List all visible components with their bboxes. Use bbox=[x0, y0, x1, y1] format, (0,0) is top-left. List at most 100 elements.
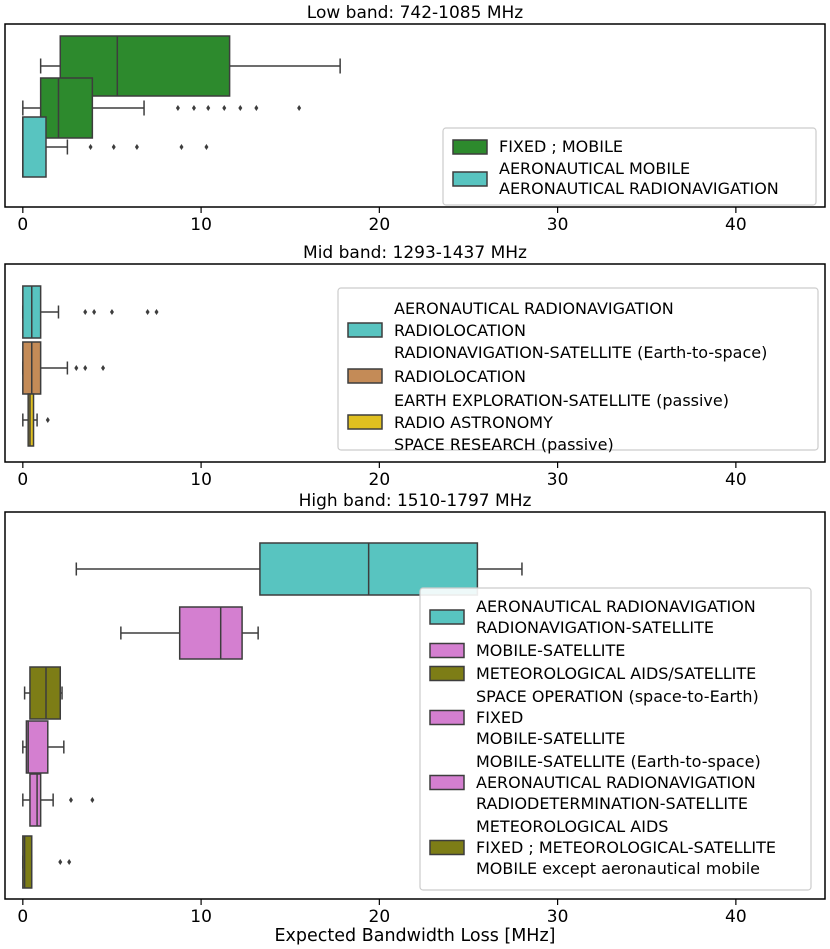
flier-point bbox=[254, 105, 259, 111]
box-3 bbox=[22, 116, 209, 178]
box-iqr bbox=[178, 606, 243, 660]
legend-swatch bbox=[347, 322, 383, 338]
flier-point bbox=[88, 144, 93, 150]
legend-frame bbox=[419, 587, 812, 891]
legend-swatch bbox=[347, 414, 383, 430]
box-6 bbox=[22, 835, 72, 889]
legend-swatch bbox=[429, 665, 465, 682]
panel-title: Mid band: 1293-1437 MHz bbox=[303, 243, 527, 263]
x-tick-label: 0 bbox=[17, 470, 28, 490]
box-2 bbox=[22, 77, 302, 139]
legend-swatch bbox=[452, 171, 488, 187]
legend-entry-1: FIXED ; MOBILE bbox=[452, 137, 623, 156]
box-iqr bbox=[29, 666, 62, 720]
x-tick-label: 10 bbox=[190, 215, 212, 235]
legend-swatch bbox=[429, 609, 465, 625]
legend-label: EARTH EXPLORATION-SATELLITE (passive)RAD… bbox=[394, 391, 729, 454]
flier-point bbox=[83, 309, 88, 315]
box-2 bbox=[22, 341, 106, 395]
box-iqr bbox=[29, 773, 42, 827]
flier-point bbox=[238, 105, 243, 111]
box-5 bbox=[22, 773, 95, 827]
panel-title: High band: 1510-1797 MHz bbox=[299, 491, 532, 511]
flier-point bbox=[204, 144, 209, 150]
box-2 bbox=[120, 606, 259, 660]
legend-entry-3: METEOROLOGICAL AIDS/SATELLITE bbox=[429, 664, 756, 683]
flier-point bbox=[175, 105, 180, 111]
axes-frame bbox=[4, 263, 826, 463]
legend-swatch bbox=[429, 774, 465, 791]
box-1 bbox=[75, 542, 523, 596]
x-tick-label: 0 bbox=[17, 907, 28, 927]
x-tick-label: 30 bbox=[547, 215, 569, 235]
legend-entry-3: EARTH EXPLORATION-SATELLITE (passive)RAD… bbox=[347, 391, 729, 454]
flier-point bbox=[154, 309, 159, 315]
flier-point bbox=[58, 859, 63, 865]
box-iqr bbox=[27, 393, 35, 447]
flier-point bbox=[67, 859, 72, 865]
legend-frame bbox=[337, 287, 819, 451]
flier-point bbox=[145, 309, 150, 315]
axes-frame bbox=[4, 23, 826, 208]
legend-frame bbox=[442, 127, 817, 206]
x-tick-label: 20 bbox=[369, 215, 391, 235]
flier-point bbox=[179, 144, 184, 150]
legend-label: MOBILE-SATELLITE bbox=[476, 641, 625, 660]
legend-swatch bbox=[452, 139, 488, 155]
legend-label: FIXED ; MOBILE bbox=[499, 137, 623, 156]
flier-point bbox=[109, 309, 114, 315]
flier-point bbox=[83, 365, 88, 371]
legend-label: RADIOLOCATION bbox=[394, 367, 526, 386]
flier-point bbox=[191, 105, 196, 111]
box-iqr bbox=[39, 77, 94, 139]
x-tick-label: 40 bbox=[725, 215, 747, 235]
flier-point bbox=[206, 105, 211, 111]
legend-entry-2: RADIOLOCATION bbox=[347, 367, 526, 386]
x-tick-label: 30 bbox=[547, 907, 569, 927]
x-axis-label: Expected Bandwidth Loss [MHz] bbox=[275, 926, 556, 946]
flier-point bbox=[134, 144, 139, 150]
box-4 bbox=[22, 720, 65, 774]
flier-point bbox=[92, 309, 97, 315]
legend-entry-2: MOBILE-SATELLITE bbox=[429, 641, 625, 660]
flier-point bbox=[222, 105, 227, 111]
box-iqr bbox=[22, 116, 47, 178]
legend-entry-5: MOBILE-SATELLITE (Earth-to-space)AERONAU… bbox=[429, 752, 761, 813]
x-tick-label: 20 bbox=[369, 470, 391, 490]
flier-point bbox=[297, 105, 302, 111]
x-tick-label: 40 bbox=[725, 470, 747, 490]
legend-label: MOBILE-SATELLITE (Earth-to-space)AERONAU… bbox=[476, 752, 761, 813]
box-iqr bbox=[25, 720, 49, 774]
legend-swatch bbox=[347, 368, 383, 384]
flier-point bbox=[90, 797, 95, 803]
x-tick-label: 20 bbox=[369, 907, 391, 927]
flier-point bbox=[111, 144, 116, 150]
x-tick-label: 0 bbox=[17, 215, 28, 235]
box-3 bbox=[22, 393, 50, 447]
box-3 bbox=[23, 666, 63, 720]
x-tick-label: 40 bbox=[725, 907, 747, 927]
axes-frame bbox=[4, 511, 826, 900]
legend-label: METEOROLOGICAL AIDS/SATELLITE bbox=[476, 664, 756, 683]
x-tick-label: 30 bbox=[547, 470, 569, 490]
legend-swatch bbox=[429, 839, 465, 856]
flier-point bbox=[68, 797, 73, 803]
box-1 bbox=[22, 285, 159, 339]
flier-point bbox=[101, 365, 106, 371]
